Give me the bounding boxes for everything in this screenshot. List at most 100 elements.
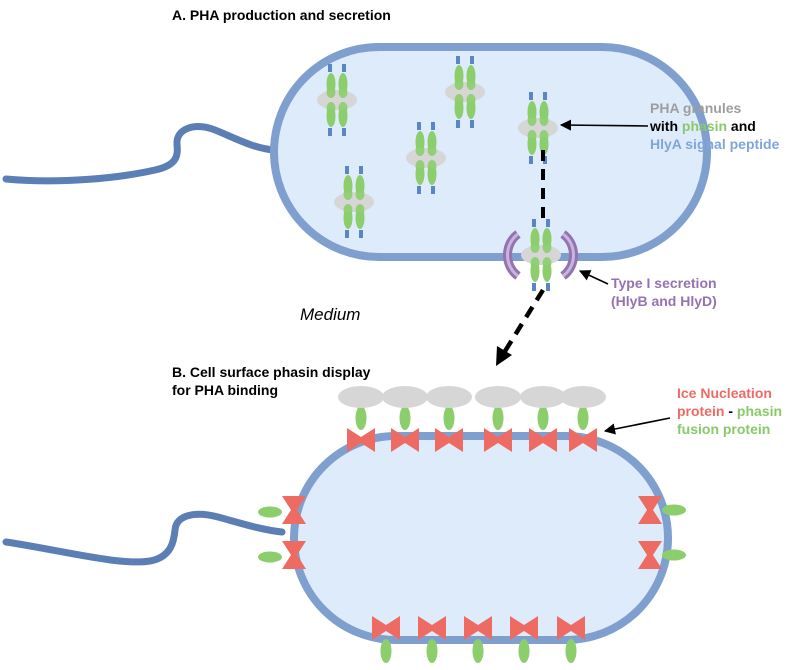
secretion-label-line2: (HlyB and HlyD) xyxy=(611,293,717,309)
phasin xyxy=(258,551,282,563)
surface-display-unit xyxy=(418,616,446,663)
pha-granule xyxy=(475,386,521,408)
ice-nucleation-protein xyxy=(557,616,585,640)
granule-group xyxy=(317,56,561,291)
signal-peptide xyxy=(470,120,474,128)
cell-a xyxy=(270,43,711,261)
ice-nucleation-chevron xyxy=(569,428,597,452)
phasin xyxy=(472,639,484,663)
ice-nucleation-chevron xyxy=(282,541,306,569)
ice-nucleation-chevron xyxy=(372,616,400,640)
phasin xyxy=(380,639,392,663)
flagellum-top xyxy=(2,123,279,185)
granule-label-line1: PHA granules xyxy=(650,100,741,116)
ice-nucleation-chevron xyxy=(464,616,492,640)
phasin xyxy=(530,241,540,253)
phasin xyxy=(466,78,476,90)
pha-granule xyxy=(520,386,566,408)
ice-nucleation-protein xyxy=(435,428,463,452)
pha-granule xyxy=(317,64,357,136)
ice-nucleation-protein xyxy=(282,496,306,524)
phasin xyxy=(326,102,336,114)
phasin xyxy=(326,86,336,98)
surface-display-unit xyxy=(382,386,428,452)
granule-label: PHA granules with phasin and HlyA signal… xyxy=(649,100,780,152)
display-group xyxy=(258,386,686,663)
ice-nucleation-chevron xyxy=(391,428,419,452)
phasin xyxy=(542,257,552,269)
signal-peptide xyxy=(359,230,363,238)
panel-b-title: B. Cell surface phasin display for PHA b… xyxy=(172,364,371,398)
pha-granule xyxy=(338,386,384,408)
phasin xyxy=(338,102,348,114)
ice-nucleation-chevron xyxy=(347,428,375,452)
ice-nucleation-protein xyxy=(372,616,400,640)
ice-nucleation-protein xyxy=(282,541,306,569)
signal-peptide xyxy=(529,156,533,164)
surface-display-unit xyxy=(510,616,538,663)
pha-granule xyxy=(406,122,446,194)
ice-nucleation-protein xyxy=(464,616,492,640)
flagellum-bottom xyxy=(2,510,286,566)
phasin xyxy=(530,257,540,269)
pha-granule-body xyxy=(521,245,561,265)
phasin xyxy=(662,504,686,516)
pha-granule xyxy=(560,386,606,408)
signal-peptide xyxy=(342,128,346,136)
phasin xyxy=(355,406,367,430)
phasin xyxy=(443,406,455,430)
surface-display-unit xyxy=(638,541,686,569)
signal-peptide xyxy=(431,186,435,194)
ice-nucleation-chevron xyxy=(638,541,662,569)
signal-peptide xyxy=(417,186,421,194)
ice-nucleation-protein xyxy=(484,428,512,452)
surface-display-unit xyxy=(258,496,306,524)
surface-display-unit xyxy=(560,386,606,452)
secretion-label-line1: Type I secretion xyxy=(611,275,717,291)
phasin xyxy=(415,160,425,172)
fusion-label-line2: protein - phasin xyxy=(677,403,782,419)
fusion-label-line1: Ice Nucleation xyxy=(677,385,772,401)
pha-granule xyxy=(518,92,558,164)
surface-display-unit xyxy=(464,616,492,663)
signal-peptide xyxy=(470,56,474,64)
surface-display-unit xyxy=(557,616,585,663)
fusion-label: Ice Nucleation protein - phasin fusion p… xyxy=(677,385,782,437)
signal-peptide xyxy=(328,128,332,136)
pha-granule xyxy=(334,166,374,238)
phasin xyxy=(427,160,437,172)
ice-nucleation-chevron xyxy=(282,496,306,524)
surface-display-unit xyxy=(338,386,384,452)
ice-nucleation-protein xyxy=(569,428,597,452)
phasin xyxy=(537,406,549,430)
phasin xyxy=(454,78,464,90)
ice-nucleation-protein xyxy=(638,541,662,569)
phasin xyxy=(343,188,353,200)
granule-label-line3: HlyA signal peptide xyxy=(650,136,780,152)
signal-peptide xyxy=(532,283,536,291)
panel-b-title-line1: B. Cell surface phasin display xyxy=(172,364,371,380)
phasin xyxy=(426,639,438,663)
phasin xyxy=(539,114,549,126)
dashed-export-arrow xyxy=(500,288,545,358)
phasin xyxy=(539,130,549,142)
surface-display-unit xyxy=(258,541,306,569)
signal-peptide xyxy=(345,166,349,174)
ice-nucleation-protein xyxy=(510,616,538,640)
phasin xyxy=(527,114,537,126)
export-arrowhead xyxy=(496,346,512,366)
ice-nucleation-chevron xyxy=(638,496,662,524)
ice-nucleation-protein xyxy=(391,428,419,452)
panel-a-title: A. PHA production and secretion xyxy=(172,7,391,23)
phasin xyxy=(355,204,365,216)
medium-label: Medium xyxy=(300,305,360,324)
signal-peptide xyxy=(359,166,363,174)
ice-nucleation-protein xyxy=(529,428,557,452)
ice-nucleation-chevron xyxy=(529,428,557,452)
signal-peptide xyxy=(546,283,550,291)
surface-display-unit xyxy=(520,386,566,452)
signal-peptide xyxy=(342,64,346,72)
phasin xyxy=(527,130,537,142)
surface-display-unit xyxy=(638,496,686,524)
